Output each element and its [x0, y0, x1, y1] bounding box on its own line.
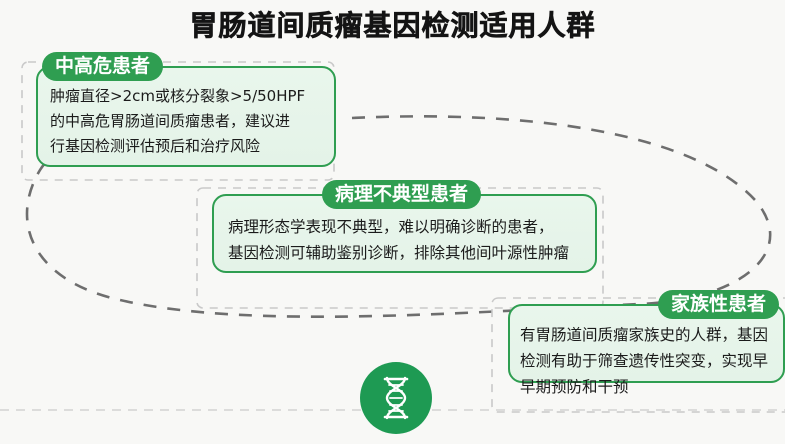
- card-familial: 家族性患者 有胃肠道间质瘤家族史的人群，基因 检测有助于筛查遗传性突变，实现早 …: [508, 290, 785, 396]
- card-atypical-pathology: 病理不典型患者 病理形态学表现不典型，难以明确诊断的患者， 基因检测可辅助鉴别诊…: [212, 180, 597, 273]
- card-medium-high-risk: 中高危患者 肿瘤直径>2cm或核分裂象>5/50HPF 的中高危胃肠道间质瘤患者…: [36, 52, 336, 167]
- page-title: 胃肠道间质瘤基因检测适用人群: [189, 9, 596, 43]
- card-description: 有胃肠道间质瘤家族史的人群，基因 检测有助于筛查遗传性突变，实现早 早期预防和干…: [520, 326, 769, 396]
- card-pill-label: 病理不典型患者: [322, 180, 482, 209]
- card-body-box: [36, 66, 336, 167]
- card-description: 肿瘤直径>2cm或核分裂象>5/50HPF 的中高危胃肠道间质瘤患者，建议进 行…: [50, 87, 306, 155]
- card-pill-label: 家族性患者: [657, 290, 779, 319]
- dna-helix-icon: [360, 362, 432, 434]
- card-pill-label: 中高危患者: [42, 52, 164, 81]
- card-description: 病理形态学表现不典型，难以明确诊断的患者， 基因检测可辅助鉴别诊断，排除其他间叶…: [228, 218, 570, 262]
